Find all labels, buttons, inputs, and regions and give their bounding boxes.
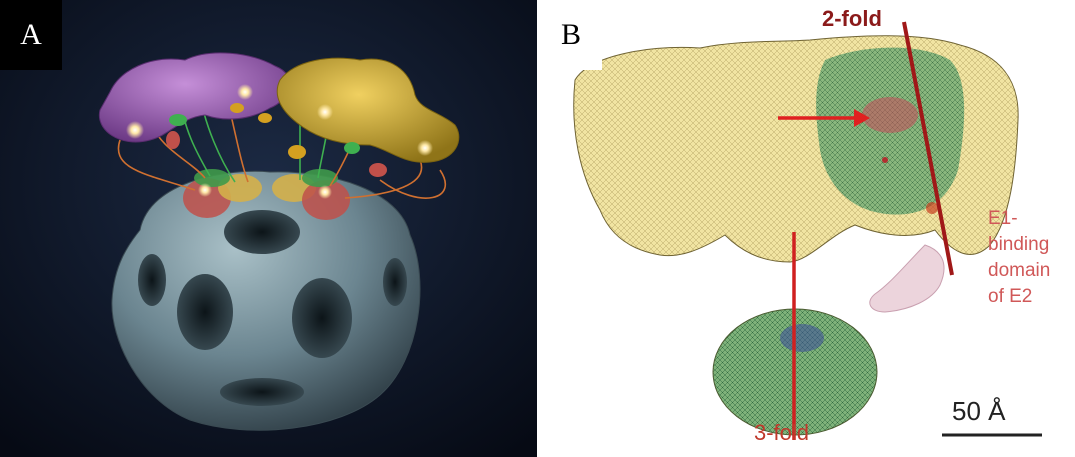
panel-b: B 2-fold 3-fold E1- binding domain of E2… [540,0,1075,457]
binding-domain [302,169,338,187]
e1-label-line: binding [988,232,1050,258]
scale-bar-label: 50 Å [952,396,1006,427]
active-site-glow [417,140,433,156]
residue-marker [882,157,888,163]
lipoyl-domain [230,103,244,113]
bound-domain-region [780,324,824,352]
core-pore [220,378,304,406]
lipoyl-domain [169,114,187,126]
lipoyl-domain [369,163,387,177]
lipoyl-domain [166,131,180,149]
lipoyl-domain [288,145,306,159]
panel-a-illustration [0,0,537,457]
residue-marker [926,202,938,214]
active-site-region [862,97,918,133]
active-site-glow [318,185,332,199]
core-pore [292,278,352,358]
active-site-glow [126,121,144,139]
panel-a: A [0,0,537,457]
two-fold-label: 2-fold [822,6,882,32]
active-site-glow [198,183,212,197]
e1-binding-domain-density [870,245,944,312]
active-site-glow [237,84,253,100]
lipoyl-domain [258,113,272,123]
core-pore [138,254,166,306]
core-pore [177,274,233,350]
e1-label-line: of E2 [988,284,1050,310]
core-pore [383,258,407,306]
lipoyl-domain [344,142,360,154]
three-fold-label: 3-fold [754,420,809,446]
active-site-glow [317,104,333,120]
panel-label-a: A [0,0,62,70]
e1-label-line: domain [988,258,1050,284]
core-pore [224,210,300,254]
e1-label-line: E1- [988,206,1050,232]
e2-core-particle [112,171,420,430]
panel-label-b: B [540,0,602,70]
e1-binding-domain-label: E1- binding domain of E2 [988,206,1050,310]
